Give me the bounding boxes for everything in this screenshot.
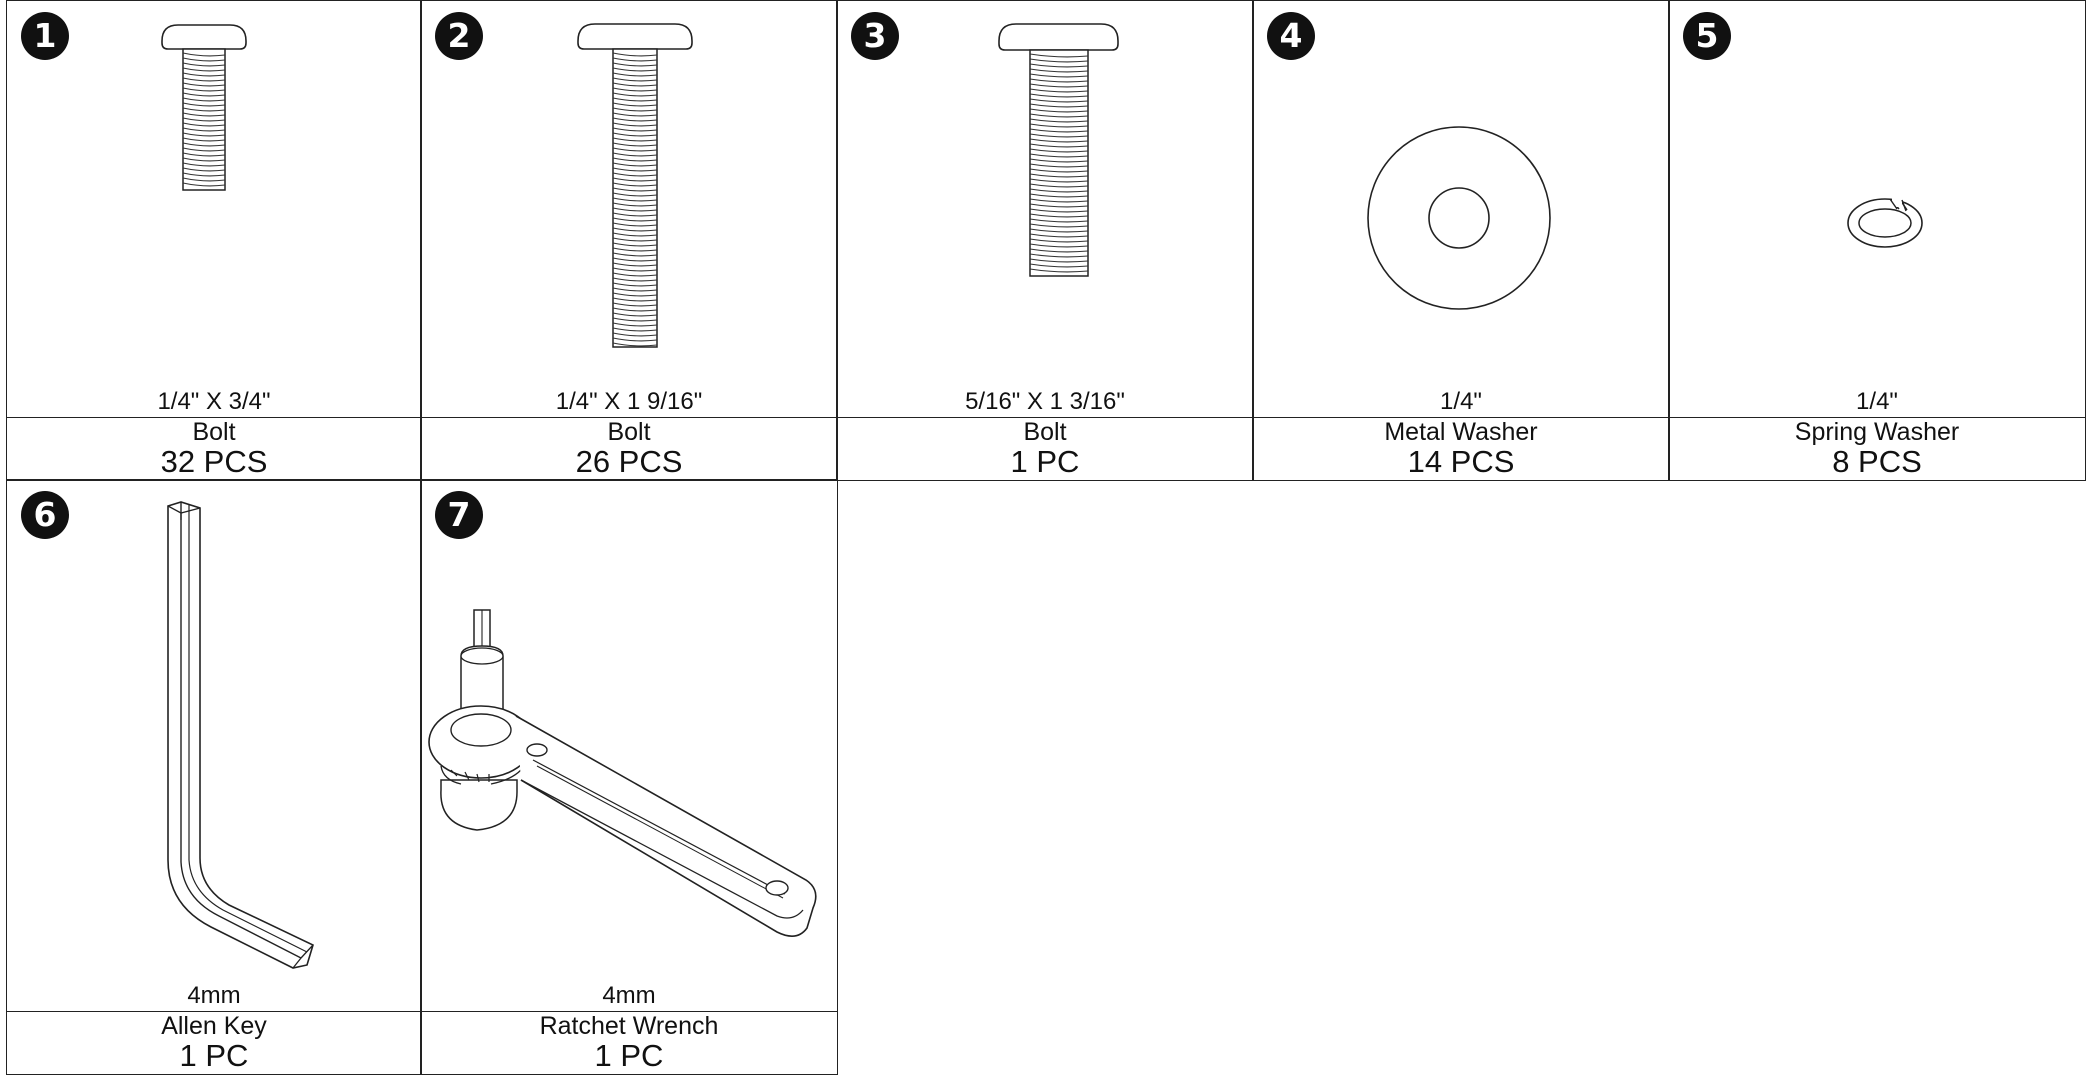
bolt-short-icon <box>161 24 247 191</box>
spring-washer-icon <box>1847 197 1923 248</box>
part-cell-4: 4 1/4" <box>1252 0 1670 418</box>
part-cell-2: 2 1/4" X 1 9/16" <box>420 0 838 418</box>
bolt-long-icon <box>577 23 693 348</box>
part-size: 1/4" X 1 9/16" <box>555 388 703 415</box>
part-quantity: 1 PC <box>179 1038 249 1073</box>
part-size: 5/16" X 1 3/16" <box>965 388 1125 415</box>
part-info-5: Spring Washer 8 PCS <box>1668 418 2086 481</box>
part-name: Bolt <box>192 418 236 446</box>
part-quantity: 26 PCS <box>575 444 683 479</box>
part-name: Ratchet Wrench <box>539 1012 719 1040</box>
part-number-badge: 7 <box>435 491 483 539</box>
part-name: Bolt <box>607 418 651 446</box>
metal-washer-icon <box>1367 126 1551 310</box>
part-number-badge: 6 <box>21 491 69 539</box>
part-size: 1/4" <box>1856 388 1898 415</box>
part-info-1: Bolt 32 PCS <box>6 418 422 481</box>
part-info-6: Allen Key 1 PC <box>6 1012 422 1075</box>
part-name: Allen Key <box>161 1012 267 1040</box>
part-name: Bolt <box>1023 418 1067 446</box>
part-number-badge: 4 <box>1267 12 1315 60</box>
part-name: Spring Washer <box>1794 418 1960 446</box>
part-info-2: Bolt 26 PCS <box>420 418 838 481</box>
part-quantity: 8 PCS <box>1832 444 1922 479</box>
part-info-4: Metal Washer 14 PCS <box>1252 418 1670 481</box>
part-cell-3: 3 5/16" X 1 3/16" <box>836 0 1254 418</box>
part-size: 1/4" X 3/4" <box>157 388 271 415</box>
part-number-badge: 5 <box>1683 12 1731 60</box>
part-number-badge: 1 <box>21 12 69 60</box>
bolt-medium-icon <box>998 23 1119 277</box>
part-cell-1: 1 1/4" X 3/4" <box>6 0 422 418</box>
part-size: 4mm <box>187 982 241 1009</box>
part-cell-6: 6 4mm <box>6 479 422 1012</box>
part-name: Metal Washer <box>1384 418 1538 446</box>
part-quantity: 14 PCS <box>1407 444 1515 479</box>
part-quantity: 1 PC <box>594 1038 664 1073</box>
part-info-3: Bolt 1 PC <box>836 418 1254 481</box>
allen-key-icon <box>167 501 314 969</box>
part-cell-5: 5 1/4" <box>1668 0 2086 418</box>
part-size: 4mm <box>602 982 656 1009</box>
part-info-7: Ratchet Wrench 1 PC <box>420 1012 838 1075</box>
part-number-badge: 2 <box>435 12 483 60</box>
part-quantity: 32 PCS <box>160 444 268 479</box>
part-number-badge: 3 <box>851 12 899 60</box>
part-quantity: 1 PC <box>1010 444 1080 479</box>
ratchet-wrench-icon <box>428 609 817 937</box>
part-cell-7: 7 4mm <box>420 479 838 1012</box>
part-size: 1/4" <box>1440 388 1482 415</box>
